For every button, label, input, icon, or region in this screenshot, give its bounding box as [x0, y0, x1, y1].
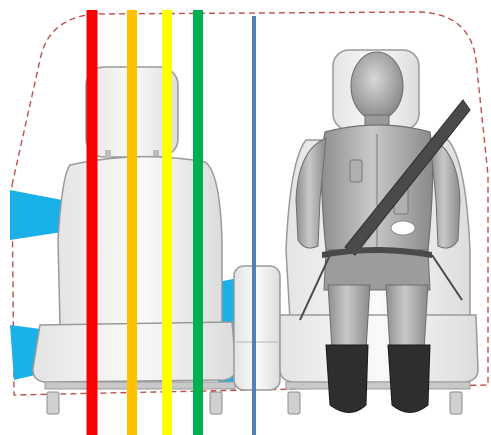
red-measurement-line — [87, 10, 98, 435]
orange-measurement-line — [127, 10, 137, 435]
blue-measurement-line — [252, 16, 256, 435]
yellow-measurement-line — [162, 10, 172, 435]
center-console-icon — [234, 266, 280, 390]
green-measurement-line — [193, 10, 203, 435]
door-panel-upper — [10, 190, 62, 240]
